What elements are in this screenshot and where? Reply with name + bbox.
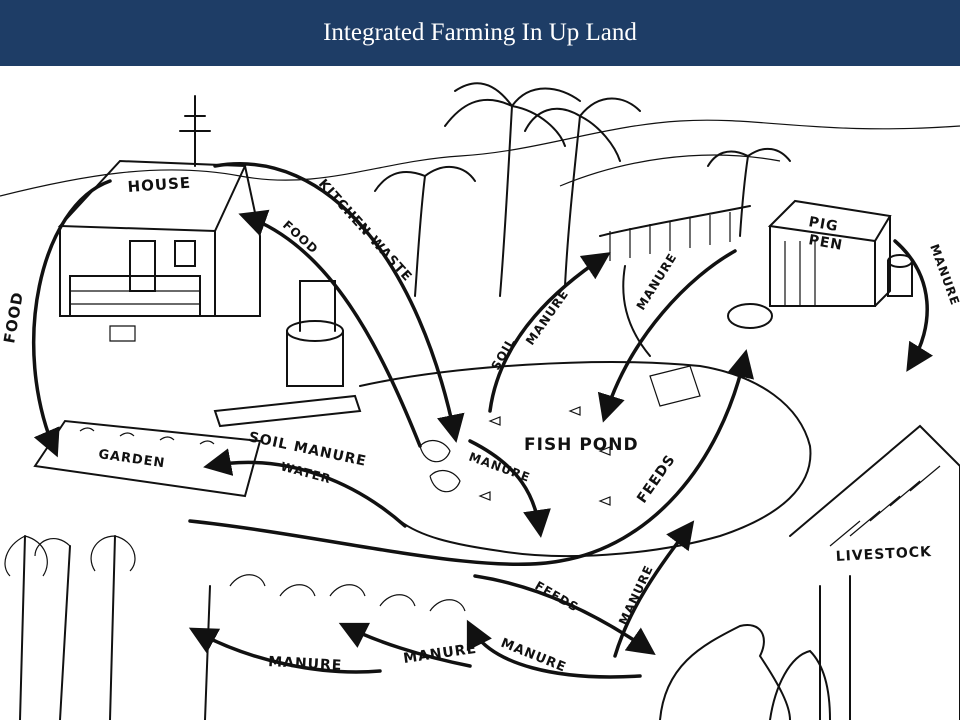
label-manure-soil: MANURE: [523, 287, 571, 348]
arrow-manure-pond: [468, 439, 551, 538]
label-manure-livestock: MANURE: [616, 563, 656, 627]
integrated-farming-illustration: HOUSE KITCHEN WASTE FOOD FOOD GARDEN SOI…: [0, 66, 960, 720]
page-title: Integrated Farming In Up Land: [323, 19, 637, 46]
label-livestock: LIVESTOCK: [835, 544, 932, 565]
pig-pen-illustration: [727, 199, 913, 329]
arrow-kitchen-waste: [213, 162, 465, 443]
palm-trees: [374, 82, 791, 297]
livestock-barn: [789, 424, 960, 720]
label-manure-bottom-2: MANURE: [402, 641, 478, 667]
label-food-left: FOOD: [0, 290, 27, 345]
label-fish-pond: FISH POND: [524, 435, 639, 455]
arrow-manure-bottom-1: [188, 627, 382, 674]
arrow-manure-livestock: [613, 520, 695, 658]
arrow-manure-bottom-2: [466, 619, 642, 679]
label-kitchen-waste: KITCHEN WASTE: [315, 177, 415, 285]
label-manure-pig: MANURE: [927, 242, 960, 307]
arrow-feeds-crops: [473, 574, 656, 656]
well-illustration: [213, 280, 362, 428]
arrow-food-left: [31, 179, 112, 458]
label-manure-bottom-1: MANURE: [268, 654, 343, 674]
label-pen: PEN: [807, 232, 844, 254]
label-soil: SOIL: [488, 335, 518, 372]
arrow-soil-manure-garden: [203, 448, 407, 528]
hills: [0, 119, 960, 197]
farm-diagram-svg: HOUSE KITCHEN WASTE FOOD FOOD GARDEN SOI…: [0, 82, 960, 720]
arrow-manure-fence: [597, 249, 737, 423]
flow-arrows: [31, 162, 933, 679]
fish-pond: [359, 361, 812, 557]
cattle: [659, 624, 831, 720]
house-illustration: [57, 95, 261, 342]
arrow-soil-manure-fence: [488, 252, 611, 413]
arrow-manure-pig: [893, 239, 933, 372]
label-pig: PIG: [807, 214, 839, 235]
title-bar: Integrated Farming In Up Land: [0, 0, 960, 66]
arrow-manure-bottom-3: [338, 622, 472, 668]
arrow-food-to-house: [238, 209, 422, 448]
label-house: HOUSE: [127, 174, 192, 196]
label-manure-pond: MANURE: [467, 450, 532, 485]
label-water: WATER: [279, 459, 333, 486]
label-feeds-crops: FEEDS: [533, 578, 582, 614]
crops: [4, 535, 466, 720]
diagram-labels: HOUSE KITCHEN WASTE FOOD FOOD GARDEN SOI…: [0, 174, 960, 676]
label-garden: GARDEN: [97, 447, 166, 471]
fence: [599, 205, 751, 357]
arrow-feeds-pond: [188, 349, 754, 567]
